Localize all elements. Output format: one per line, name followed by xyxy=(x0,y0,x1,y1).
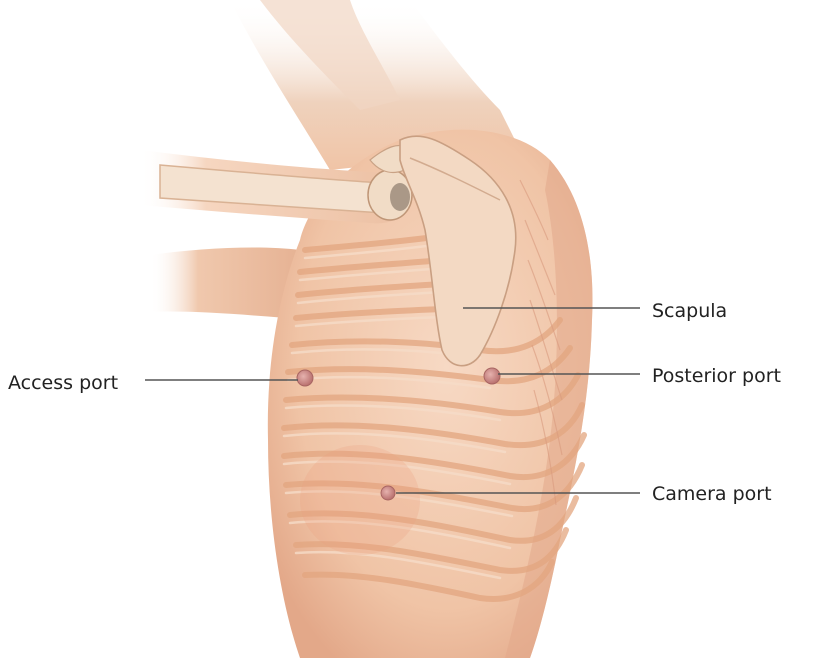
camera-port-label: Camera port xyxy=(652,483,772,505)
posterior-port-label: Posterior port xyxy=(652,365,781,387)
access-port-label: Access port xyxy=(8,372,118,394)
camera-port-marker xyxy=(381,486,395,500)
glenoid-shadow xyxy=(390,183,410,211)
posterior-port-marker xyxy=(484,368,500,384)
rib-flush xyxy=(300,445,420,555)
access-port-marker xyxy=(297,370,313,386)
scapula-label: Scapula xyxy=(652,300,727,322)
